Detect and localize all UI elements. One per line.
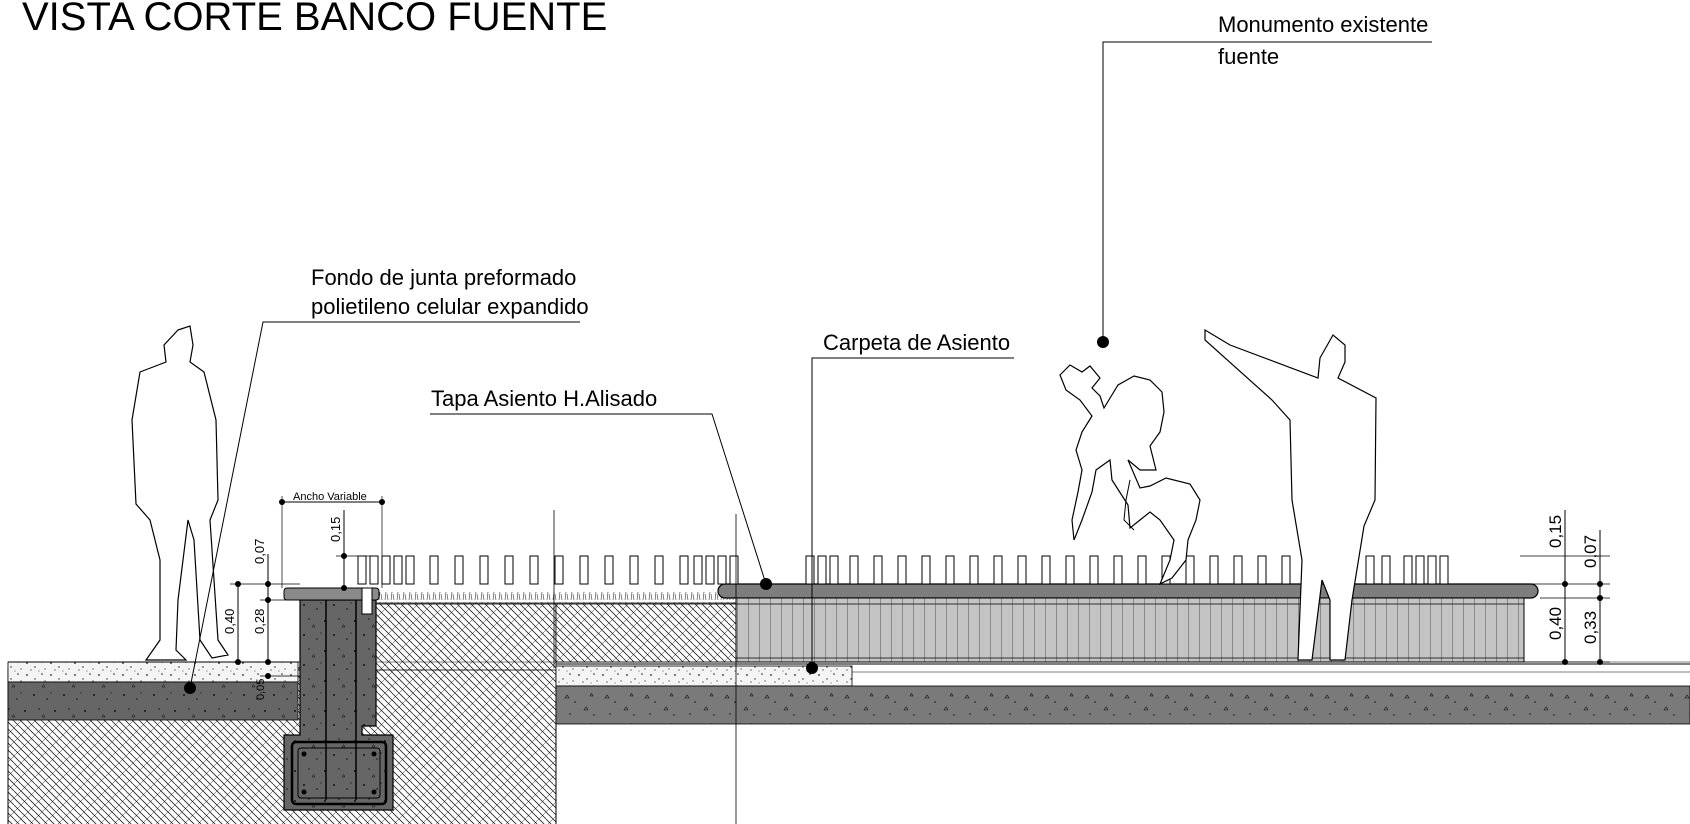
fence-pickets <box>357 555 1449 585</box>
fence-picket <box>579 555 589 585</box>
dim-right-015: 0,15 <box>1546 515 1565 548</box>
label-monumento-line1: Monumento existente <box>1218 12 1428 37</box>
fence-picket <box>921 555 931 585</box>
fence-picket <box>1041 555 1051 585</box>
fence-picket <box>1257 555 1267 585</box>
dim-left-028: 0,28 <box>252 609 267 634</box>
fence-picket <box>357 555 367 585</box>
fence-picket <box>1089 555 1099 585</box>
ground-section <box>7 590 1690 824</box>
fence-picket <box>993 555 1003 585</box>
fence-picket <box>479 555 489 585</box>
callout-tapa: Tapa Asiento H.Alisado <box>430 386 772 590</box>
label-fondo-line2: polietileno celular expandido <box>311 294 589 319</box>
fence-picket <box>945 555 955 585</box>
guide-lines <box>553 510 737 824</box>
callout-monumento: Monumento existente fuente <box>1097 12 1432 348</box>
person-figure-right <box>1204 328 1377 661</box>
dim-ancho-variable: Ancho Variable <box>293 491 367 503</box>
fence-picket <box>817 555 827 585</box>
fence-picket <box>369 555 379 585</box>
label-fondo-line1: Fondo de junta preformado <box>311 265 576 290</box>
fence-picket <box>1113 555 1123 585</box>
fence-picket <box>1209 555 1219 585</box>
fence-picket <box>405 555 415 585</box>
fence-picket <box>529 555 539 585</box>
label-carpeta: Carpeta de Asiento <box>823 330 1010 355</box>
fence-picket <box>1365 555 1375 585</box>
drawing-title: VISTA CORTE BANCO FUENTE <box>22 0 607 39</box>
footing-column <box>283 587 394 811</box>
fence-picket <box>381 555 391 585</box>
fence-picket <box>1137 555 1147 585</box>
fence-picket <box>1017 555 1027 585</box>
fence-picket <box>1185 555 1195 585</box>
fence-picket <box>829 555 839 585</box>
label-tapa: Tapa Asiento H.Alisado <box>431 386 657 411</box>
monument-sculpture <box>1059 364 1201 586</box>
fence-picket <box>805 555 815 585</box>
dim-right-033: 0,33 <box>1581 611 1600 644</box>
fence-picket <box>429 555 439 585</box>
fence-picket <box>693 555 703 585</box>
fence-picket <box>454 555 464 585</box>
callout-fondo-junta: Fondo de junta preformado polietileno ce… <box>184 265 589 694</box>
fence-picket <box>729 555 739 585</box>
dim-left-005: 0,05 <box>255 679 267 700</box>
fence-picket <box>504 555 514 585</box>
fence-picket <box>393 555 403 585</box>
fence-picket <box>705 555 715 585</box>
dim-right-007: 0,07 <box>1581 535 1600 568</box>
label-monumento-line2: fuente <box>1218 44 1279 69</box>
dim-right-040: 0,40 <box>1546 607 1565 640</box>
fence-picket <box>1233 555 1243 585</box>
fence-picket <box>1415 555 1425 585</box>
fence-picket <box>969 555 979 585</box>
dimensions-left: Ancho Variable 0,07 0,15 0,40 0,28 0,05 <box>222 491 385 700</box>
fence-picket <box>717 555 727 585</box>
bench <box>717 583 1539 663</box>
fence-picket <box>604 555 614 585</box>
dim-left-040: 0,40 <box>222 609 237 634</box>
fence-picket <box>1281 555 1291 585</box>
fence-picket <box>654 555 664 585</box>
person-figure-left <box>131 325 230 661</box>
dim-left-007: 0,07 <box>252 539 267 564</box>
dim-left-015: 0,15 <box>328 517 343 542</box>
fence-picket <box>897 555 907 585</box>
fence-picket <box>629 555 639 585</box>
dimensions-right: 0,15 0,07 0,40 0,33 <box>1520 510 1610 665</box>
fence-picket <box>1065 555 1075 585</box>
fence-picket <box>1427 555 1437 585</box>
fence-picket <box>873 555 883 585</box>
fence-picket <box>849 555 859 585</box>
fence-picket <box>1381 555 1391 585</box>
fence-picket <box>1403 555 1413 585</box>
fence-picket <box>679 555 689 585</box>
fence-picket <box>1439 555 1449 585</box>
callout-carpeta: Carpeta de Asiento <box>806 330 1014 674</box>
fence-picket <box>554 555 564 585</box>
